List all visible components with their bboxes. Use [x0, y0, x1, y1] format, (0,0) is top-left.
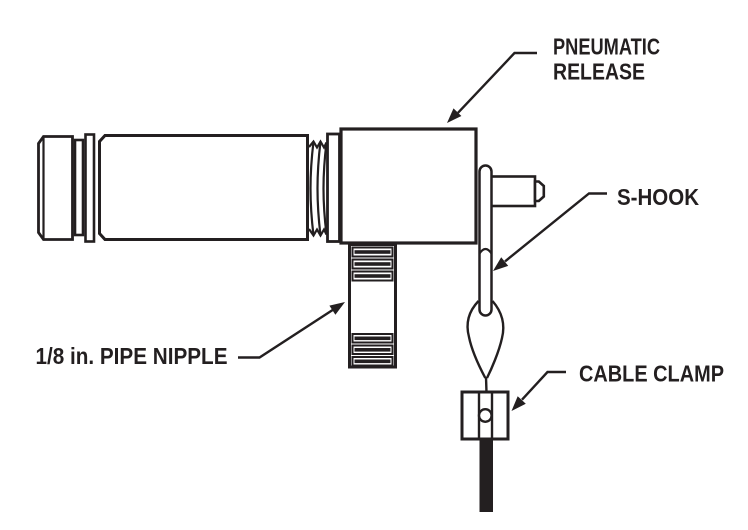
pipe-nipple-bottom-threads [351, 333, 394, 367]
release-pin [488, 175, 546, 208]
release-pin-tip [533, 180, 546, 203]
cable [479, 439, 493, 512]
pipe-nipple [348, 243, 397, 369]
pneumatic-release-block [339, 127, 478, 245]
label-s-hook: S-HOOK [617, 184, 699, 210]
leader-line [504, 192, 607, 263]
label-pipe-nipple: 1/8 in. PIPE NIPPLE [36, 343, 228, 369]
label-pneumatic-release-line2: RELEASE [553, 59, 645, 85]
arrowhead-icon [329, 302, 345, 315]
s-hook-bar [478, 164, 493, 317]
cylinder-body [98, 134, 309, 241]
leader-line [457, 51, 537, 114]
label-pneumatic-release-line1: PNEUMATIC [553, 34, 660, 60]
pipe-nipple-top-threads [351, 246, 394, 282]
leader-line [238, 308, 334, 359]
arrowhead-icon [511, 396, 526, 411]
leader-pipe-nipple [238, 302, 345, 359]
cylinder-collar [326, 132, 341, 243]
leader-s-hook [493, 192, 607, 271]
cylinder-flange-ring [84, 133, 96, 243]
leader-pneumatic-release [447, 51, 537, 123]
cable-eye-loop [466, 300, 505, 393]
leader-cable-clamp [511, 370, 566, 411]
release-pin-shaft [488, 175, 537, 208]
clamp-screw-hole [477, 408, 493, 424]
cable-clamp [460, 390, 510, 441]
s-hook [478, 164, 493, 317]
arrowhead-icon [493, 257, 509, 271]
leader-line [521, 370, 566, 401]
label-cable-clamp: CABLE CLAMP [579, 361, 724, 387]
s-hook-joint-arc [478, 247, 493, 255]
spring-coil [308, 139, 328, 238]
cylinder-neck-ring [73, 138, 85, 237]
arrowhead-icon [447, 108, 462, 123]
cylinder-assembly [37, 132, 341, 243]
